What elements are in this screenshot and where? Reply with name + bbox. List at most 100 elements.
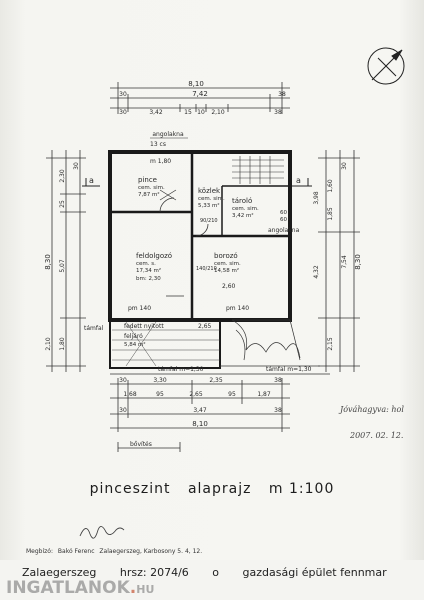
borozo-floor: cem. sim. (214, 261, 241, 267)
owner-name: Bakó Ferenc (57, 548, 95, 555)
dim-right-215: 2,15 (327, 337, 334, 351)
dim-left-210: 2,10 (45, 337, 52, 351)
tarolo-name: tároló (232, 197, 252, 205)
owner-address: Zalaegerszeg, Karbosony 5. 4, 12. (99, 548, 203, 555)
approval-note: Jóváhagyva: hol (338, 405, 404, 414)
dim-bottom-overall: 8,10 (192, 420, 208, 428)
dim-bottom-r3-2: 38 (274, 407, 282, 414)
plan-title-word-2: alaprajz (187, 481, 252, 497)
feldolgozo-height: bm: 2,30 (136, 276, 161, 282)
dim-right-160: 1,60 (327, 179, 334, 193)
owner-label: Megbízó: (26, 548, 53, 555)
label-tamfal-bottom-2: támfal m=1,30 (266, 366, 312, 373)
dim-bottom-r2-4: 1,87 (257, 391, 271, 398)
watermark-dot: . (129, 578, 137, 598)
feljaro-hatch (112, 321, 220, 367)
dim-bottom-r1-1: 3,30 (153, 377, 167, 384)
tarolo-area: 3,42 m² (232, 212, 254, 219)
title-block-bullet: o (212, 566, 220, 579)
dim-bottom-r3-0: 30 (119, 407, 127, 414)
kozlek-area: 5,33 m² (198, 202, 220, 209)
plan-title: pinceszint alaprajz m 1:100 (0, 481, 424, 497)
dim-bottom-r2-1: 95 (156, 391, 164, 398)
label-260: 2,60 (222, 283, 236, 290)
terrain-slope (220, 319, 320, 367)
dim-bottom-r2-2: 2,65 (189, 391, 203, 398)
dim-right-30: 30 (341, 162, 348, 170)
kozlek-name: közlek (198, 187, 221, 195)
feljaro-note: fedett nyitott (124, 323, 164, 330)
door-swings (159, 197, 209, 297)
dim-seg-2: 15 (184, 109, 192, 116)
section-a-markers (82, 178, 312, 187)
dim-bottom-r3-1: 3,47 (193, 407, 207, 414)
label-bovites: bővítés (130, 441, 152, 448)
dim-seg-4: 2,10 (211, 109, 225, 116)
title-block-desc: gazdasági épület fennmar (242, 566, 387, 579)
dim-bottom-r1-2: 2,35 (209, 377, 223, 384)
tarolo-floor: cem. sim. (232, 206, 259, 212)
dim-top-right: 38 (278, 91, 286, 98)
dim-bottom-r2-0: 1,68 (123, 391, 137, 398)
label-pm-140b: pm 140 (226, 305, 249, 312)
feldolgozo-area: 17,34 m² (136, 267, 161, 274)
dim-right-754: 7,54 (341, 255, 348, 269)
label-60b: 60 (280, 217, 287, 223)
pince-name: pince (138, 176, 157, 184)
dim-right-432: 4,32 (313, 265, 320, 279)
dim-left-25: 25 (59, 200, 66, 208)
dim-left-830: 8,30 (44, 254, 52, 270)
label-pm-140: pm 140 (128, 305, 151, 312)
dim-seg-0: 30 (119, 109, 127, 116)
dim-left-230: 2,30 (59, 169, 66, 183)
borozo-name: borozó (214, 252, 238, 260)
dim-seg-5: 38 (274, 109, 282, 116)
dim-left-507: 5,07 (59, 259, 66, 273)
borozo-area: 14,58 m² (214, 267, 239, 274)
pince-floor: cem. sim. (138, 185, 165, 191)
top-dimension-lines (110, 82, 290, 114)
dim-seg-3: 10 (197, 109, 205, 116)
dim-bottom-r2-3: 95 (228, 391, 236, 398)
label-60a: 60 (280, 210, 287, 216)
dim-left-30: 30 (73, 162, 80, 170)
room-feldolgozo: feldolgozó cem. s. 17,34 m² bm: 2,30 (136, 252, 172, 282)
owner-line: Megbízó: Bakó Ferenc Zalaegerszeg, Karbo… (26, 548, 205, 555)
dim-left-180: 1,80 (59, 337, 66, 351)
watermark-tail: HU (136, 583, 155, 596)
label-angolakna-right: angolakna (268, 227, 300, 234)
room-kozlek: közlek cem. sim. 5,33 m² (198, 187, 225, 209)
stairs-icon (232, 156, 284, 184)
label-angolakna-top: angolakna (152, 131, 184, 138)
room-tarolo: tároló cem. sim. 3,42 m² (232, 197, 259, 219)
pince-height: m 1,80 (150, 158, 171, 165)
room-borozo: borozó cem. sim. 14,58 m² (214, 252, 241, 274)
kozlek-floor: cem. sim. (198, 196, 225, 202)
label-tamfal-bottom-1: támfal m=1,30 (158, 366, 204, 373)
dim-right-185: 1,85 (327, 207, 334, 221)
north-arrow-icon (367, 47, 405, 85)
title-block-city: Zalaegerszeg (22, 566, 97, 579)
dim-right-830: 8,30 (354, 254, 362, 270)
dim-bottom-r1-0: 30 (119, 377, 127, 384)
title-block-hrsz: hrsz: 2074/6 (119, 566, 189, 579)
dim-top-inner: 7,42 (192, 90, 208, 98)
signature-icon (79, 526, 125, 539)
feldolgozo-name: feldolgozó (136, 252, 172, 260)
approval-date: 2007. 02. 12. (349, 431, 403, 440)
feljaro-name: feljáró (124, 333, 143, 340)
feldolgozo-floor: cem. s. (136, 261, 156, 267)
dim-right-398: 3,98 (313, 191, 320, 205)
plan-title-scale: m 1:100 (268, 481, 335, 497)
room-feljaro: fedett nyitott feljáró 5,84 m² (124, 323, 164, 348)
watermark-text: INGATLANOK (6, 578, 130, 598)
label-140-210: 140/210 (196, 266, 217, 272)
feljaro-area: 5,84 m² (124, 341, 146, 348)
watermark-logo: INGATLANOK.HU (6, 578, 154, 598)
section-a-left: a (89, 176, 94, 185)
room-pince: m 1,80 pince cem. sim. 7,87 m² (138, 158, 171, 198)
title-block-text: Zalaegerszeg hrsz: 2074/6 o gazdasági ép… (22, 566, 422, 579)
section-a-right: a (296, 176, 301, 185)
